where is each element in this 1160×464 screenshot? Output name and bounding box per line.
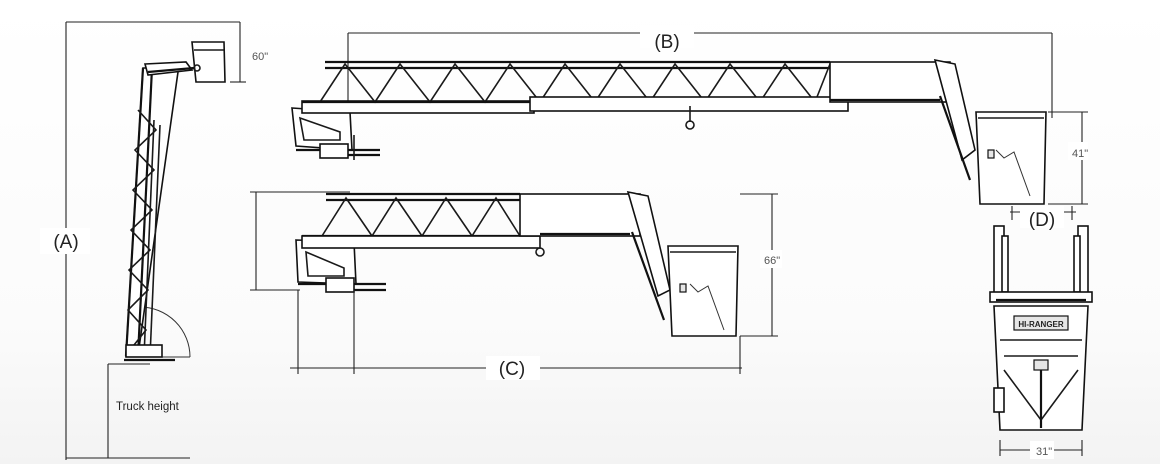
dimension-60: 60" bbox=[230, 22, 268, 83]
dimension-31-label: 31" bbox=[1036, 446, 1052, 458]
mid-basket bbox=[667, 245, 739, 337]
dimension-41: 41" bbox=[1048, 111, 1088, 205]
dimension-c-label: (C) bbox=[499, 359, 525, 380]
dimension-60-label: 60" bbox=[252, 51, 268, 63]
mid-turret bbox=[295, 239, 386, 293]
top-truss-web bbox=[319, 62, 831, 104]
top-turret bbox=[291, 107, 380, 160]
dimension-d: (D) bbox=[1010, 206, 1076, 231]
dimension-66-label: 66" bbox=[764, 255, 780, 267]
dimension-a: (A) bbox=[40, 21, 240, 460]
raised-ladder bbox=[124, 41, 226, 362]
dimension-66: 66" bbox=[740, 193, 782, 337]
top-basket bbox=[975, 111, 1047, 205]
dimension-d-label: (D) bbox=[1029, 210, 1055, 231]
dimension-c: (C) bbox=[290, 290, 742, 380]
mid-truss-web bbox=[321, 196, 521, 238]
truck-height-dimension: Truck height bbox=[107, 363, 180, 458]
dimension-b-label: (B) bbox=[654, 32, 679, 53]
boom-angle-arc bbox=[139, 306, 191, 358]
dimension-b: (B) bbox=[347, 26, 1053, 118]
truck-height-label: Truck height bbox=[116, 401, 180, 413]
dimension-31: 31" bbox=[999, 440, 1083, 459]
basket-badge: HI-RANGER bbox=[1018, 320, 1064, 329]
raised-boom-view: (A) Truck height bbox=[40, 21, 268, 460]
dimension-a-label: (A) bbox=[53, 232, 78, 253]
front-view: (D) HI-RANGER 31" bbox=[989, 206, 1093, 459]
retracted-boom-view: 66" (C) bbox=[250, 190, 782, 380]
extended-boom-view: (B) bbox=[291, 26, 1088, 205]
dimension-41-label: 41" bbox=[1072, 148, 1088, 160]
